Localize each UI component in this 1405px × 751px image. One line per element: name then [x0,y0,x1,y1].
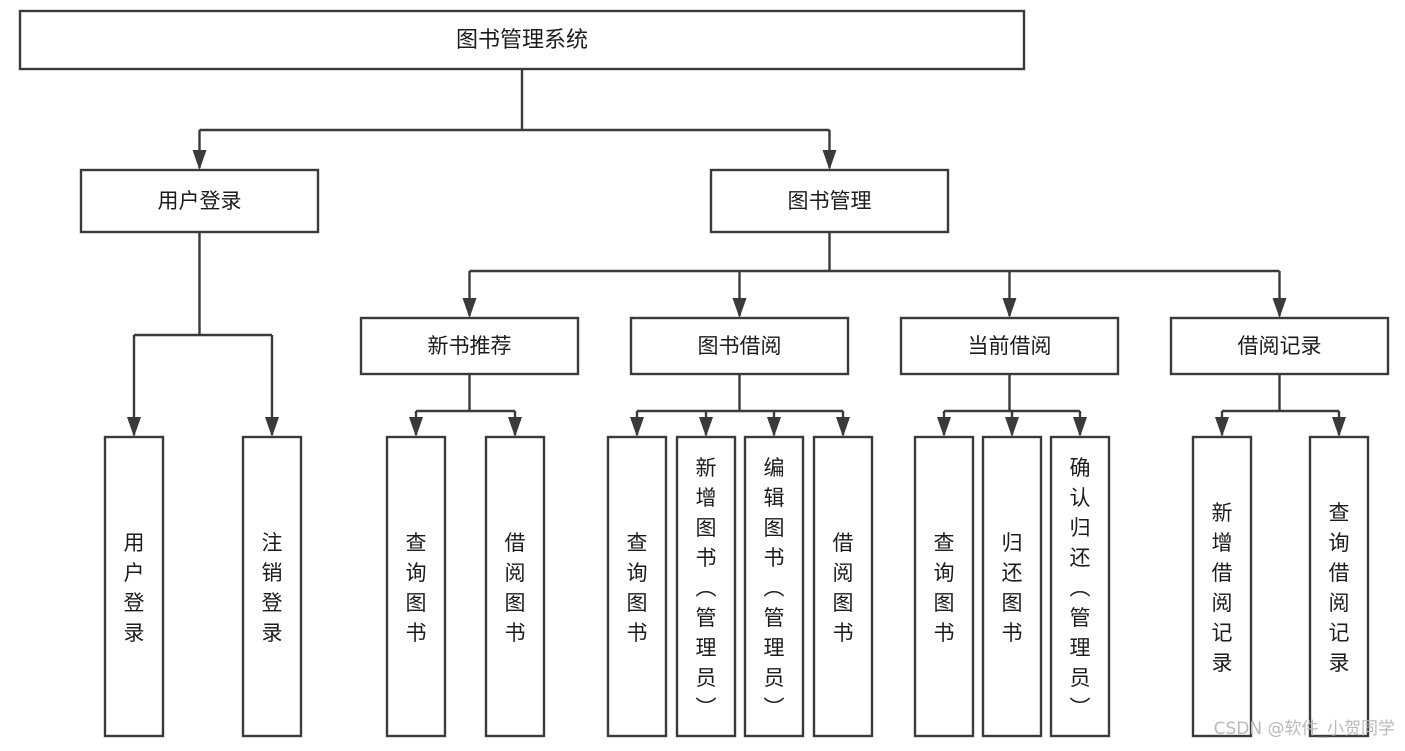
arrow-head-icon [699,417,713,437]
node-label-leaf-query-book-1: 查询图书 [406,531,427,645]
arrow-head-icon [1332,417,1346,437]
arrow-head-icon [127,417,141,437]
node-label-leaf-add-borrow-record: 新增借阅记录 [1212,501,1233,675]
node-box-book-borrow[interactable] [629,316,850,376]
node-box-leaf-borrow-book-1[interactable] [484,435,546,738]
arrow-head-icon [630,417,644,437]
arrow-head-icon [732,298,747,318]
node-box-leaf-query-book-1[interactable] [385,435,447,738]
arrow-head-icon [1002,298,1017,318]
node-label-book-manage: 图书管理 [788,189,872,213]
arrow-head-icon [1272,298,1287,318]
arrow-head-icon [462,298,477,318]
node-box-leaf-query-book-3[interactable] [913,435,975,738]
node-box-user-login[interactable] [79,168,320,234]
csdn-watermark: CSDN @软件_小贺同学 [1214,719,1395,739]
node-label-current-borrow: 当前借阅 [968,334,1052,358]
node-label-new-book-recommend: 新书推荐 [428,334,512,358]
node-box-root[interactable] [18,9,1026,71]
node-label-leaf-query-borrow-record: 查询借阅记录 [1329,501,1350,675]
node-label-leaf-edit-book: 编辑图书︵管理员︶ [764,456,785,720]
node-box-new-book-recommend[interactable] [359,316,580,376]
node-label-root: 图书管理系统 [456,28,588,53]
arrow-head-icon [822,150,837,170]
node-box-leaf-logout-login[interactable] [241,435,303,738]
node-label-user-login: 用户登录 [158,189,242,213]
node-box-leaf-query-book-2[interactable] [606,435,668,738]
node-label-leaf-logout-login: 注销登录 [262,531,283,645]
node-box-leaf-confirm-return[interactable] [1049,435,1111,738]
node-box-current-borrow[interactable] [899,316,1120,376]
arrow-head-icon [1073,417,1087,437]
arrow-head-icon [1215,417,1229,437]
arrow-head-icon [192,150,207,170]
node-box-leaf-borrow-book-2[interactable] [812,435,874,738]
arrow-head-icon [836,417,850,437]
node-label-leaf-confirm-return: 确认归还︵管理员︶ [1070,456,1091,720]
arrow-head-icon [767,417,781,437]
arrow-head-icon [409,417,423,437]
node-label-leaf-return-book: 归还图书 [1002,531,1023,645]
node-label-leaf-add-book: 新增图书︵管理员︶ [696,456,717,720]
node-label-leaf-query-book-2: 查询图书 [627,531,648,645]
arrow-head-icon [1005,417,1019,437]
node-label-leaf-borrow-book-2: 借阅图书 [833,531,854,645]
node-label-borrow-record: 借阅记录 [1238,334,1322,358]
node-layer: 图书管理系统用户登录图书管理新书推荐图书借阅当前借阅借阅记录用户登录注销登录查询… [18,9,1390,738]
node-label-book-borrow: 图书借阅 [698,334,782,358]
node-box-leaf-edit-book[interactable] [743,435,805,738]
node-label-leaf-user-login: 用户登录 [124,531,145,645]
node-label-leaf-query-book-3: 查询图书 [934,531,955,645]
node-box-leaf-user-login[interactable] [103,435,165,738]
node-box-borrow-record[interactable] [1169,316,1390,376]
node-box-leaf-query-borrow-record[interactable] [1308,435,1370,738]
arrow-head-icon [937,417,951,437]
node-box-leaf-return-book[interactable] [981,435,1043,738]
arrow-head-icon [265,417,279,437]
arrow-head-icon [508,417,522,437]
connector-layer [127,69,1346,437]
node-box-leaf-add-book[interactable] [675,435,737,738]
node-box-leaf-add-borrow-record[interactable] [1191,435,1253,738]
node-box-book-manage[interactable] [709,168,950,234]
node-label-leaf-borrow-book-1: 借阅图书 [505,531,526,645]
